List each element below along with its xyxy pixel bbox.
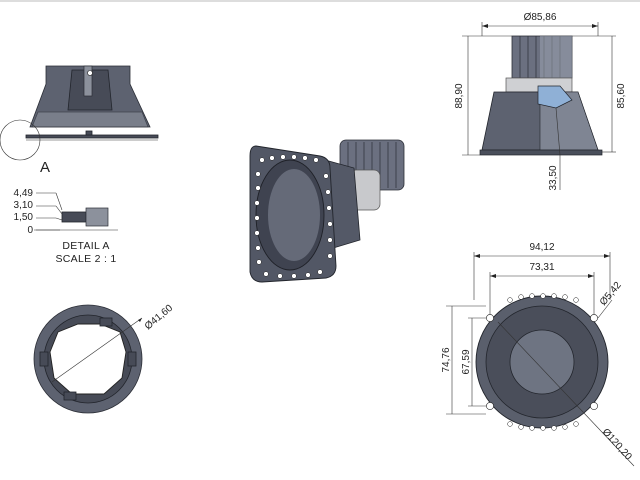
detail-dim-3: 1,50 (14, 212, 34, 223)
detail-dim-4: 0 (27, 225, 33, 236)
isometric-view (249, 139, 405, 283)
front-height-outer-dim: 74,76 (441, 347, 452, 372)
section-height-body-dim: 85,60 (616, 83, 627, 108)
detail-scale: SCALE 2 : 1 (55, 253, 116, 265)
front-width-holes-dim: 73,31 (529, 262, 554, 273)
front-height-holes-dim: 67,59 (461, 349, 472, 374)
section-view (462, 22, 616, 190)
detail-callout-circle (0, 119, 41, 161)
section-height-total-dim: 88,90 (454, 83, 465, 108)
front-hole-diameter-dim: Ø5,42 (598, 280, 624, 308)
detail-dim-2: 3,10 (14, 200, 34, 211)
front-view (446, 252, 635, 467)
detail-title: DETAIL A (62, 240, 109, 252)
bottom-left-view (33, 304, 143, 414)
detail-a-view: 4,49 3,10 1,50 0 (14, 188, 118, 236)
side-view-left (25, 65, 159, 141)
section-height-base-dim: 33,50 (548, 165, 559, 190)
front-width-outer-dim: 94,12 (529, 242, 554, 253)
front-flange-diameter-dim: Ø120,20 (600, 427, 634, 463)
detail-dim-1: 4,49 (14, 188, 34, 199)
detail-callout-letter: A (40, 159, 50, 176)
section-diameter-dim: Ø85,86 (524, 12, 557, 23)
bottom-view-diameter-dim: Ø41,60 (143, 303, 176, 333)
